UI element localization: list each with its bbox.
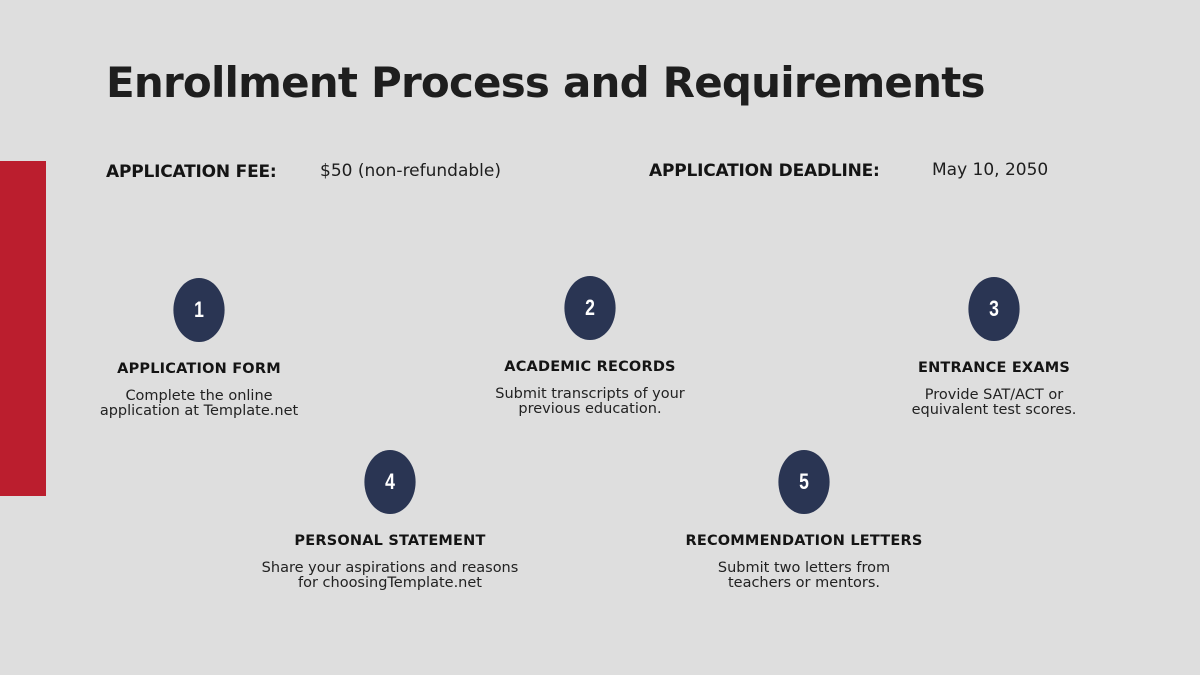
step-description: Provide SAT/ACT or equivalent test score… — [911, 387, 1077, 418]
step-title: PERSONAL STATEMENT — [294, 533, 486, 549]
step-title: ACADEMIC RECORDS — [504, 359, 676, 375]
step-number-badge: 2 — [564, 276, 616, 340]
step-description: Share your aspirations and reasons for c… — [261, 560, 519, 591]
step-description: Submit two letters from teachers or ment… — [717, 560, 891, 591]
step-number-badge: 5 — [778, 450, 830, 514]
step-title: ENTRANCE EXAMS — [917, 360, 1071, 376]
step-number-badge: 1 — [173, 278, 225, 342]
application-deadline-label: APPLICATION DEADLINE: — [649, 161, 880, 181]
red-accent-bar — [0, 161, 46, 496]
page-title: Enrollment Process and Requirements — [106, 58, 986, 107]
step-personal-statement: 4 PERSONAL STATEMENT Share your aspirati… — [240, 450, 540, 591]
step-application-form: 1 APPLICATION FORM Complete the online a… — [49, 278, 349, 419]
application-fee-value: $50 (non-refundable) — [320, 161, 501, 181]
step-title: RECOMMENDATION LETTERS — [685, 533, 923, 549]
step-number-badge: 3 — [968, 277, 1020, 341]
step-recommendation-letters: 5 RECOMMENDATION LETTERS Submit two lett… — [654, 450, 954, 591]
application-deadline-value: May 10, 2050 — [932, 160, 1049, 180]
step-entrance-exams: 3 ENTRANCE EXAMS Provide SAT/ACT or equi… — [844, 277, 1144, 418]
step-academic-records: 2 ACADEMIC RECORDS Submit transcripts of… — [440, 276, 740, 417]
step-number-badge: 4 — [364, 450, 416, 514]
step-description: Complete the online application at Templ… — [99, 388, 299, 419]
application-fee-label: APPLICATION FEE: — [106, 162, 277, 182]
step-description: Submit transcripts of your previous educ… — [495, 386, 685, 417]
step-title: APPLICATION FORM — [117, 361, 281, 377]
